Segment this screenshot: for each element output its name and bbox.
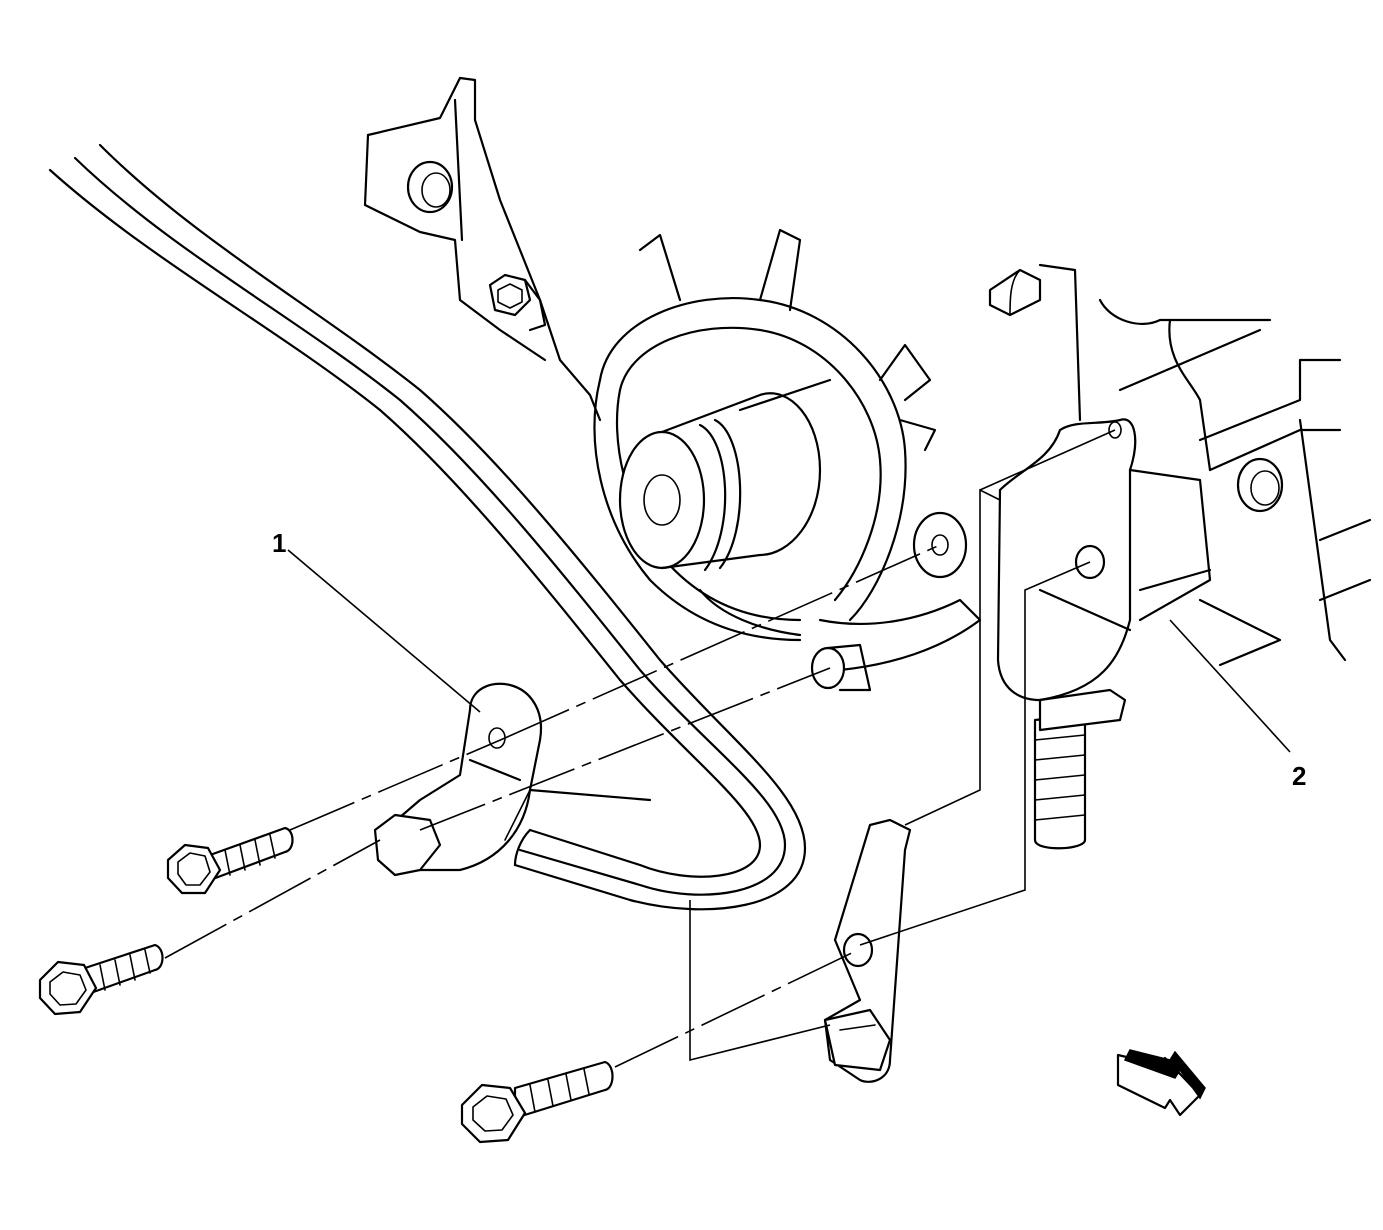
flange-bolt-icon [460,1083,527,1144]
callout-2-leader [1169,619,1291,753]
bolt-middle [38,943,164,1016]
engine-mount-bracket [996,418,1212,850]
bolt-lower [460,1060,614,1144]
water-pump-housing [593,228,982,692]
lower-bracket [823,818,912,1083]
callout-2-label: 2 [1292,761,1306,791]
flange-bolt-icon [166,843,222,895]
bolt-upper [166,826,294,895]
engine-timing-cover [363,76,602,422]
washer [912,511,968,579]
flange-bolt-icon [38,960,98,1016]
bracket-clip [373,682,543,877]
callout-1-label: 1 [272,528,286,558]
engine-block-right [988,263,1372,667]
callout-1-leader [287,549,481,713]
alignment-lines [164,429,1116,1068]
hose-assembly [48,143,807,911]
view-direction-arrow-icon [1116,1049,1206,1117]
